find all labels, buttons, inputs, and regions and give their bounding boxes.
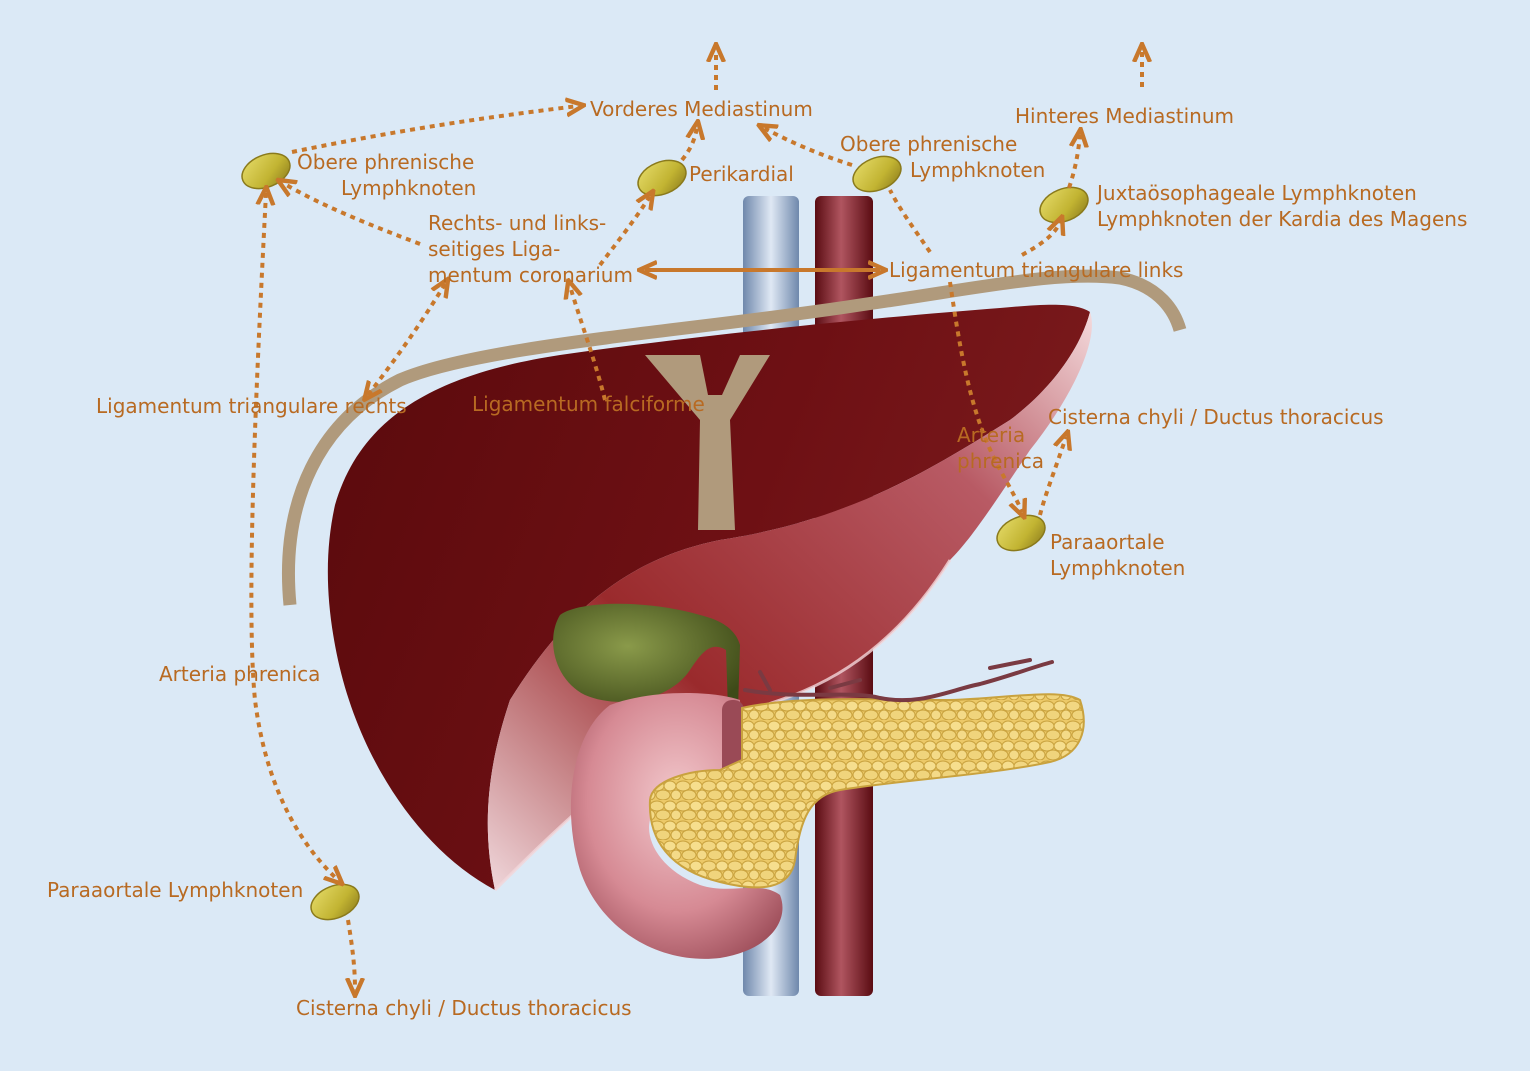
label-paraaortale-right: Paraaortale Lymphknoten <box>1050 530 1186 580</box>
lymph-node-paraaortale-left <box>310 883 360 921</box>
label-obere-phrenische-left: Obere phrenische Lymphknoten <box>297 150 477 200</box>
lymph-node-juxta <box>1039 186 1089 224</box>
label-ligamentum-coronarium: Rechts- und links- seitiges Liga- mentum… <box>428 211 633 287</box>
label-cisterna-right: Cisterna chyli / Ductus thoracicus <box>1048 405 1384 429</box>
label-arteria-phrenica-right: Arteria phrenica <box>957 423 1044 473</box>
gallbladder <box>553 603 740 710</box>
lymph-node-perikardial <box>637 159 687 197</box>
pancreas <box>648 693 1085 889</box>
lymph-node-paraaortale-right <box>996 514 1046 552</box>
label-cisterna-bottom: Cisterna chyli / Ductus thoracicus <box>296 996 632 1020</box>
lymph-node-obere-left <box>241 152 291 190</box>
duodenum <box>570 693 783 959</box>
label-triangulare-links: Ligamentum triangulare links <box>889 258 1184 282</box>
label-hinteres-mediastinum: Hinteres Mediastinum <box>1015 104 1235 128</box>
falciform-ligament <box>645 355 770 530</box>
label-ligamentum-falciforme: Ligamentum falciforme <box>472 392 705 416</box>
label-juxtaoesophageale: Juxtaösophageale Lymphknoten Lymphknoten… <box>1097 181 1468 231</box>
lymph-drainage-arrows <box>249 50 1142 990</box>
label-triangulare-rechts: Ligamentum triangulare rechts <box>96 394 407 418</box>
label-paraaortale-left: Paraaortale Lymphknoten <box>47 878 304 902</box>
label-arteria-phrenica-left: Arteria phrenica <box>159 662 321 686</box>
label-obere-phrenische-right: Obere phrenische Lymphknoten <box>840 132 1046 182</box>
splenic-artery <box>743 658 1054 703</box>
label-perikardial: Perikardial <box>689 162 794 186</box>
lymph-node-obere-right <box>852 155 902 193</box>
label-vorderes-mediastinum: Vorderes Mediastinum <box>590 97 813 121</box>
